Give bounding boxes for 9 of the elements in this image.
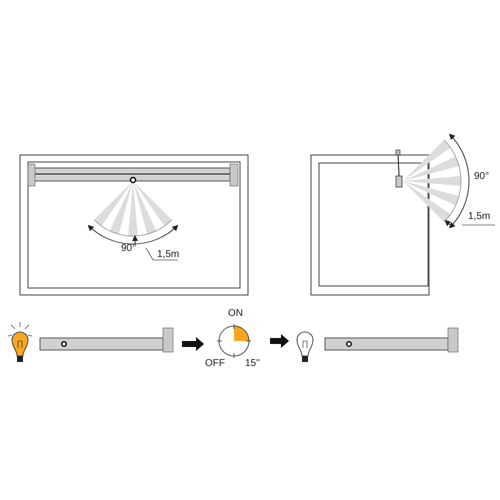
dimension-label: 90° [474,171,490,182]
timer-label: ON [228,308,243,319]
timer-label: 15" [245,358,260,369]
arrow [270,334,289,348]
arrow [182,337,204,351]
timer-label: OFF [205,358,225,369]
dimension-label: 1,5m [157,249,180,260]
dimension-label: 1,5m [468,211,490,222]
dimension-label: 90° [121,243,136,254]
